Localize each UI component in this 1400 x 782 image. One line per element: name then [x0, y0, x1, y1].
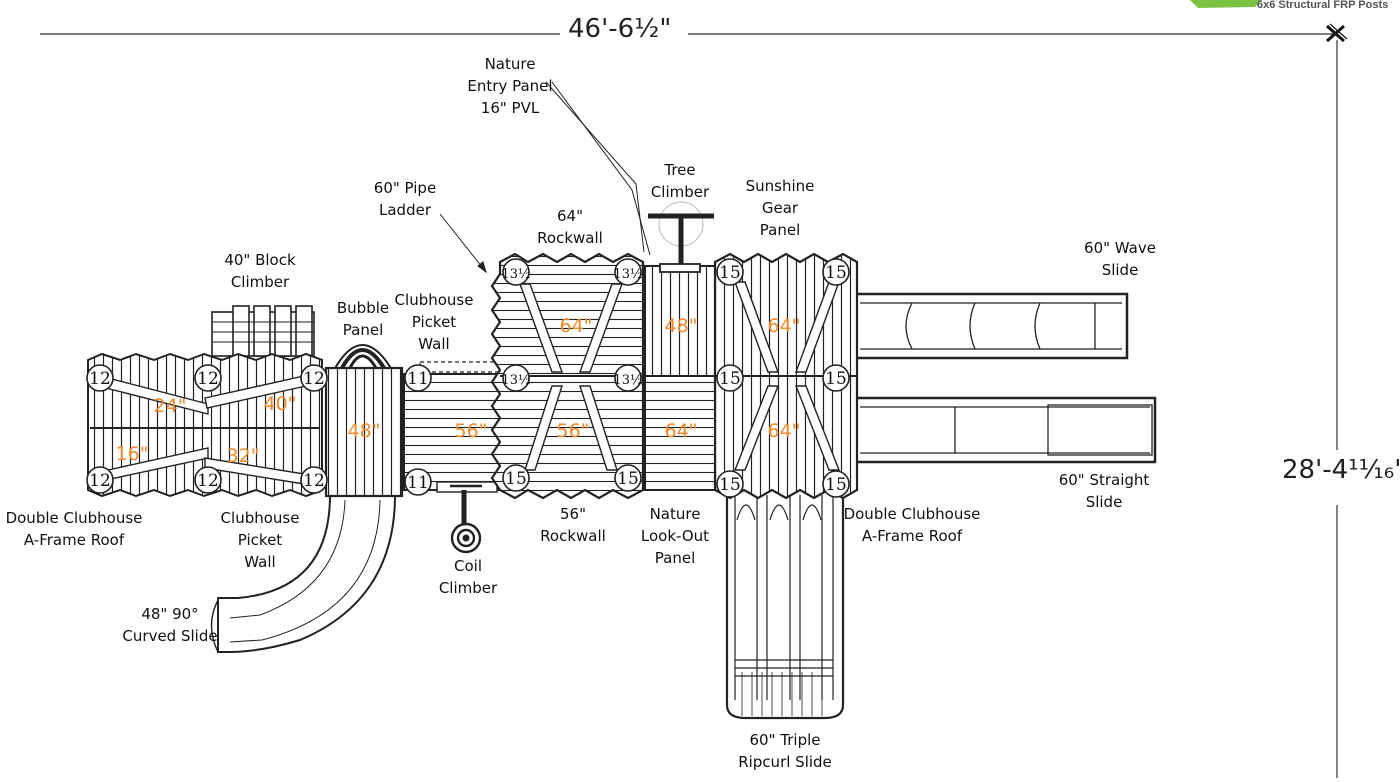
rockwall-deck-shape: [490, 252, 645, 500]
post-marker-icon: [822, 364, 850, 392]
post-marker-icon: [822, 258, 850, 286]
deck-height: 64": [664, 420, 698, 442]
post-number: 12: [197, 369, 219, 389]
post-number: 15: [825, 475, 847, 495]
deck-height: 64": [767, 315, 801, 337]
post-number: 15: [719, 263, 741, 283]
deck-height: 40": [263, 393, 297, 415]
post-marker-icon: [614, 464, 642, 492]
post-marker-icon: [502, 364, 530, 392]
post-number: 11: [407, 473, 429, 493]
post-number: 12: [303, 471, 325, 491]
depth-dimension: 28'-4¹¹⁄₁₆": [1282, 455, 1400, 485]
post-number: 12: [89, 369, 111, 389]
post-marker-icon: [502, 258, 530, 286]
post-marker-icon: [716, 470, 744, 498]
post-number: 12: [89, 471, 111, 491]
post-marker-icon: [404, 364, 432, 392]
post-number: 15: [505, 469, 527, 489]
post-number: 15: [825, 369, 847, 389]
post-number: 11: [407, 369, 429, 389]
post-number: 12: [197, 471, 219, 491]
label-rockwall-56: 56"Rockwall: [540, 505, 606, 545]
wave-slide-shape: [853, 292, 1129, 360]
deck-height: 16": [115, 443, 149, 465]
post-number: 12: [303, 369, 325, 389]
label-curved-slide: 48" 90°Curved Slide: [122, 605, 218, 645]
post-marker-icon: [300, 466, 328, 494]
post-number: 15: [617, 469, 639, 489]
post-marker-icon: [86, 364, 114, 392]
middle-deck-shape: [644, 265, 716, 491]
deck-height: 56": [454, 420, 488, 442]
post-marker-icon: [716, 258, 744, 286]
label-rockwall-64: 64"Rockwall: [537, 207, 603, 247]
post-marker-icon: [86, 466, 114, 494]
straight-slide-shape: [853, 396, 1157, 464]
post-number: 15: [719, 369, 741, 389]
deck-height: 32": [226, 445, 260, 467]
ripcurl-slide-shape: [725, 486, 845, 720]
post-markers: 12 12 12 12 12 12 11 11 13½ 13½ 13½ 13½ 15 15 15 15 15 15…: [86, 258, 850, 498]
block-climber-shape: [211, 305, 315, 357]
post-marker-icon: [822, 470, 850, 498]
deck-height: 24": [153, 395, 187, 417]
width-dimension: 46'-6½": [568, 14, 672, 44]
post-number: 13½: [501, 267, 530, 282]
deck-height: 56": [556, 420, 590, 442]
post-marker-icon: [404, 468, 432, 496]
deck-height: 48": [664, 315, 698, 337]
post-number: 13½: [501, 373, 530, 388]
curved-slide-shape: [210, 494, 397, 653]
corner-x-icon: [1326, 23, 1348, 43]
deck-height: 64": [559, 315, 593, 337]
bubble-panel-shape: [324, 344, 404, 498]
brand-logo: [1190, 0, 1262, 8]
post-number: 15: [825, 263, 847, 283]
post-number: 15: [719, 475, 741, 495]
post-marker-icon: [614, 258, 642, 286]
right-clubhouse-shape: [713, 252, 859, 500]
post-marker-icon: [300, 364, 328, 392]
post-marker-icon: [614, 364, 642, 392]
post-marker-icon: [716, 364, 744, 392]
post-number: 13½: [613, 373, 642, 388]
post-number: 13½: [613, 267, 642, 282]
post-marker-icon: [502, 464, 530, 492]
posts-caption: 6x6 Structural FRP Posts: [1257, 0, 1389, 11]
coil-climber-shape: [450, 490, 482, 554]
deck-height: 64": [767, 420, 801, 442]
leader-lines: [439, 81, 651, 274]
post-marker-icon: [194, 364, 222, 392]
post-marker-icon: [194, 466, 222, 494]
deck-height: 48": [347, 420, 381, 442]
tree-climber-shape: [648, 201, 714, 273]
